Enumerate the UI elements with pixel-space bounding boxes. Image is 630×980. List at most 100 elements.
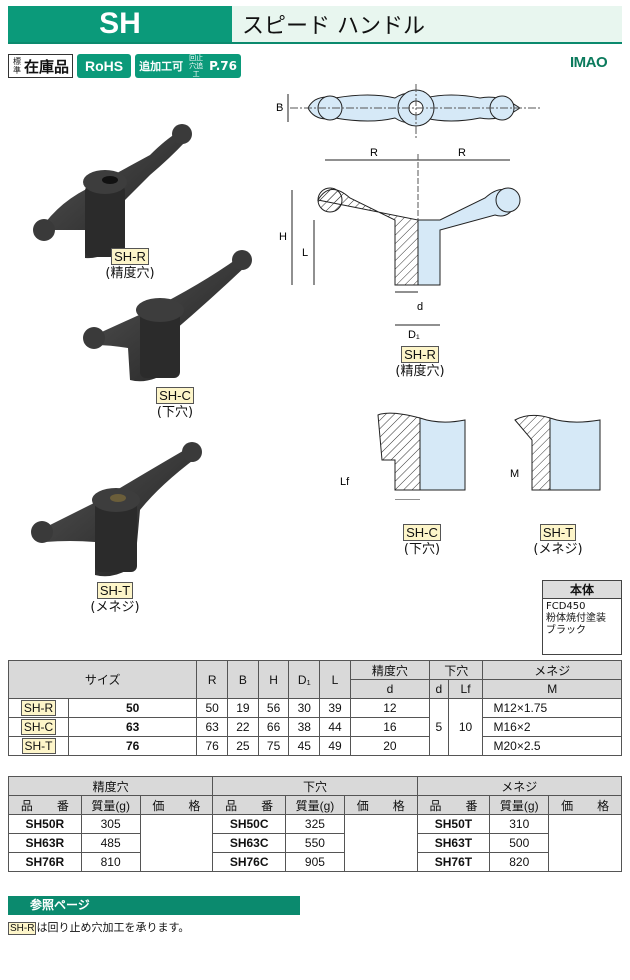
- group-pilot: 下穴: [212, 776, 418, 796]
- part-number: SH76C: [212, 852, 287, 872]
- col-b: B: [227, 660, 259, 699]
- price-cell: [343, 814, 418, 872]
- price-cell: [139, 814, 214, 872]
- reference-text: は回り止め穴加工を承ります。: [36, 921, 190, 934]
- table-row: SH63R 485 SH63C 550 SH63T 500: [8, 833, 622, 853]
- pilot-lf-cell: 10: [447, 698, 484, 756]
- part-number: SH76T: [416, 852, 491, 872]
- col-thread: メネジ: [482, 660, 622, 680]
- reference-code: SH-R: [8, 922, 37, 935]
- h-cell: 66: [257, 717, 290, 737]
- dim-label-d1: D₁: [408, 329, 420, 341]
- l-cell: 44: [319, 717, 351, 737]
- size-cell: 50: [67, 698, 198, 718]
- r-cell: 63: [196, 717, 229, 737]
- drawing-code-sh-r: SH-R: [401, 346, 439, 363]
- sh-c-photo: [83, 250, 252, 382]
- col-pilot: 下穴: [428, 660, 484, 680]
- col-part: 品 番: [416, 795, 491, 815]
- drawing-sub-sh-r: (精度穴): [395, 364, 445, 379]
- drawing-sub-sh-t: (メネジ): [533, 542, 583, 557]
- stock-badge-small: 標準: [13, 57, 21, 75]
- additional-machining-badge: 追加工可 回止穴追工 P.76: [135, 54, 241, 78]
- group-precision: 精度穴: [7, 776, 214, 796]
- weight-table: 精度穴 下穴 メネジ 品 番 質量(g) 価 格 品 番 質量(g) 価 格 品…: [7, 776, 623, 872]
- part-number: SH76R: [8, 852, 82, 872]
- b-cell: 22: [227, 717, 259, 737]
- material-line: ブラック: [546, 625, 586, 636]
- table-row: SH-C 63 63 22 66 38 44 16 M16×2: [8, 717, 622, 737]
- table-row: SH-R 50 50 19 56 30 39 12 5 10 M12×1.75: [8, 698, 622, 756]
- col-mass: 質量(g): [285, 795, 345, 815]
- top-view: B: [276, 84, 540, 140]
- page-header: SH スピード ハンドル: [8, 6, 622, 44]
- anti-rotation-label: 回止穴追工: [189, 54, 204, 78]
- sh-r-photo: [33, 124, 192, 259]
- reference-header: 参照ページ: [8, 896, 300, 915]
- d-cell: 12: [349, 698, 431, 718]
- col-h: H: [257, 660, 290, 699]
- dim-label-r-left: R: [370, 147, 378, 159]
- mass-cell: 325: [285, 814, 345, 834]
- product-title: スピード ハンドル: [232, 6, 622, 42]
- h-cell: 56: [257, 698, 290, 718]
- col-thread-m: M: [482, 679, 622, 699]
- drawing-code-sh-c: SH-C: [403, 524, 441, 541]
- drawing-caption-sh-c: SH-C (下穴): [392, 524, 452, 558]
- additional-machining-label: 追加工可: [139, 60, 184, 73]
- photo-sub-sh-t: (メネジ): [90, 600, 140, 615]
- b-cell: 19: [227, 698, 259, 718]
- product-photos: [31, 124, 252, 577]
- mass-cell: 485: [80, 833, 141, 853]
- photo-caption-sh-c: SH-C (下穴): [130, 387, 220, 421]
- l-cell: 39: [319, 698, 351, 718]
- size-cell: 76: [67, 736, 198, 756]
- stock-badge-label: 在庫品: [24, 57, 70, 76]
- col-r: R: [196, 660, 229, 699]
- l-cell: 49: [319, 736, 351, 756]
- col-l: L: [319, 660, 351, 699]
- size-cell: 63: [67, 717, 198, 737]
- front-section-view: R R H L d D₁: [279, 147, 521, 341]
- b-cell: 25: [227, 736, 259, 756]
- spec-table: サイズ R B H D₁ L 精度穴 下穴 メネジ d d Lf M SH-R …: [7, 660, 622, 756]
- material-line: 粉体焼付塗装: [546, 613, 606, 624]
- type-code: SH-R: [20, 700, 57, 716]
- mass-cell: 820: [489, 852, 550, 872]
- page-reference: P.76: [209, 59, 237, 73]
- part-number: SH63T: [416, 833, 491, 853]
- mass-cell: 810: [80, 852, 141, 872]
- type-code: SH-T: [21, 738, 56, 754]
- drawing-caption-sh-t: SH-T (メネジ): [528, 524, 588, 558]
- sh-t-photo: [31, 442, 202, 577]
- photo-sub-sh-c: (下穴): [156, 405, 194, 420]
- photo-code-sh-r: SH-R: [111, 248, 149, 265]
- photo-sub-sh-r: (精度穴): [105, 266, 155, 281]
- mass-cell: 310: [489, 814, 550, 834]
- col-part: 品 番: [212, 795, 287, 815]
- col-size: サイズ: [7, 660, 198, 699]
- col-pilot-lf: Lf: [447, 679, 484, 699]
- photo-code-sh-t: SH-T: [96, 582, 134, 599]
- r-cell: 50: [196, 698, 229, 718]
- type-code: SH-C: [20, 719, 57, 735]
- dim-label-d: d: [417, 301, 423, 313]
- dim-label-m: M: [510, 468, 519, 480]
- technical-drawing: B R R H L d D₁ Lf d M: [276, 84, 601, 500]
- photo-caption-sh-r: SH-R (精度穴): [85, 248, 175, 282]
- m-cell: M16×2: [482, 717, 622, 737]
- part-number: SH63C: [212, 833, 287, 853]
- dim-label-h: H: [279, 231, 287, 243]
- material-title: 本体: [543, 581, 621, 599]
- d1-cell: 45: [288, 736, 321, 756]
- drawing-sub-sh-c: (下穴): [403, 542, 441, 557]
- col-mass: 質量(g): [80, 795, 141, 815]
- h-cell: 75: [257, 736, 290, 756]
- col-precision-d: d: [349, 679, 431, 699]
- col-price: 価 格: [139, 795, 214, 815]
- group-thread: メネジ: [416, 776, 623, 796]
- col-part: 品 番: [8, 795, 82, 815]
- part-number: SH50C: [212, 814, 287, 834]
- d-cell: 20: [349, 736, 431, 756]
